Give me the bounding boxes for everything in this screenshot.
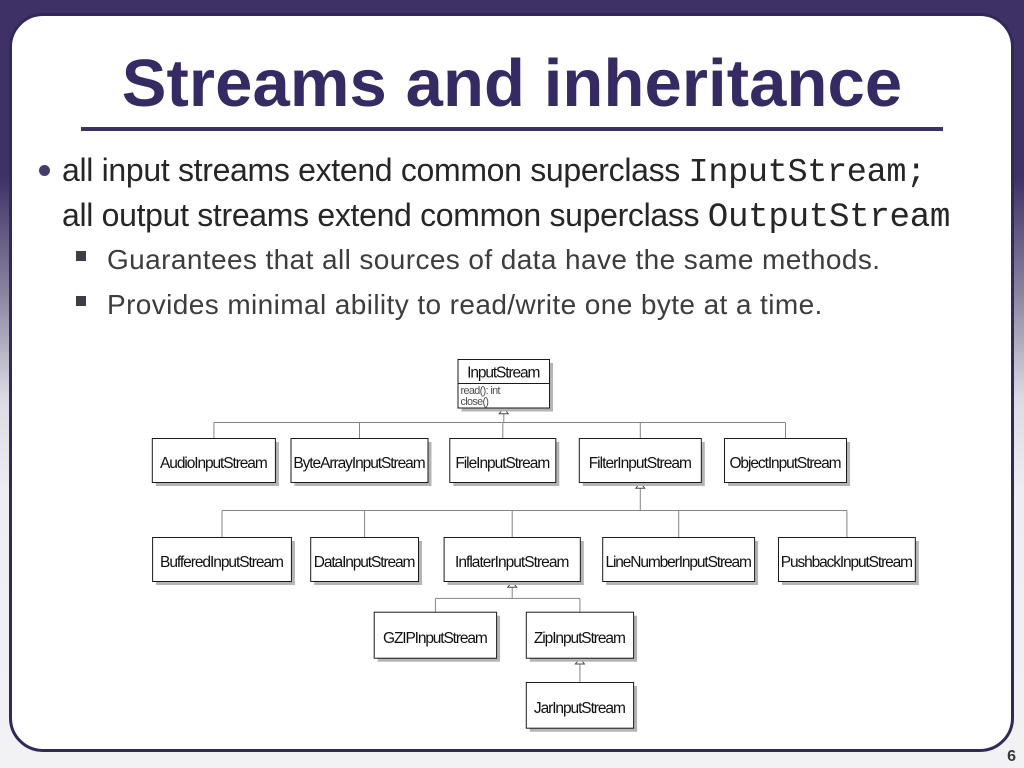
svg-text:close(): close() — [461, 396, 490, 408]
svg-text:AudioInputStream: AudioInputStream — [160, 455, 268, 472]
svg-text:InputStream: InputStream — [467, 365, 540, 382]
svg-text:PushbackInputStream: PushbackInputStream — [781, 554, 913, 571]
svg-text:InflaterInputStream: InflaterInputStream — [455, 554, 569, 571]
svg-text:BufferedInputStream: BufferedInputStream — [160, 554, 284, 571]
svg-text:ZipInputStream: ZipInputStream — [534, 630, 626, 647]
svg-text:read(): int: read(): int — [461, 385, 501, 397]
svg-text:LineNumberInputStream: LineNumberInputStream — [605, 554, 752, 571]
svg-text:ByteArrayInputStream: ByteArrayInputStream — [293, 455, 425, 472]
svg-text:GZIPInputStream: GZIPInputStream — [383, 630, 488, 647]
svg-text:FileInputStream: FileInputStream — [455, 455, 550, 472]
svg-text:ObjectInputStream: ObjectInputStream — [729, 455, 841, 472]
svg-text:JarInputStream: JarInputStream — [534, 700, 626, 717]
svg-text:DataInputStream: DataInputStream — [314, 554, 416, 571]
svg-text:FilterInputStream: FilterInputStream — [589, 455, 692, 472]
